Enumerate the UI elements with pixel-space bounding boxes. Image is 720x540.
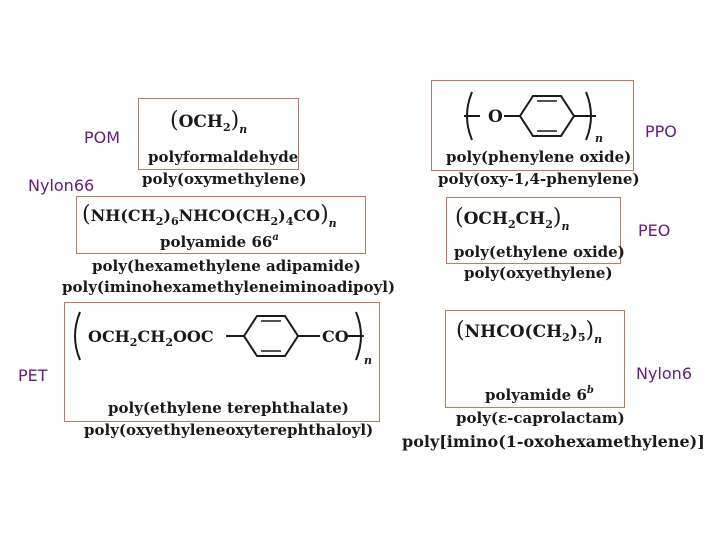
pet-name-2: poly(oxyethyleneoxyterephthaloyl)	[84, 421, 374, 439]
peo-box	[446, 197, 621, 264]
pom-formula: (OCH2)n	[170, 108, 248, 136]
label-ppo: PPO	[645, 122, 677, 141]
ppo-n: n	[595, 132, 603, 145]
ppo-name-2: poly(oxy-1,4-phenylene)	[438, 170, 640, 188]
peo-name-1: poly(ethylene oxide)	[454, 243, 625, 261]
nylon6-box	[445, 310, 625, 408]
pet-box	[64, 302, 380, 422]
pet-sub1: 2	[130, 336, 138, 349]
label-peo: PEO	[638, 221, 671, 240]
label-nylon6: Nylon6	[636, 364, 692, 383]
nylon6-name-1: polyamide 6b	[485, 385, 594, 404]
ppo-structure: O n	[464, 91, 603, 145]
label-nylon66: Nylon66	[28, 176, 95, 195]
nylon66-name-3: poly(iminohexamethyleneiminoadipoyl)	[62, 278, 396, 296]
nylon66-name-1: polyamide 66a	[160, 232, 279, 251]
nylon66-formula: (NH(CH2)6NHCO(CH2)4CO)n	[82, 202, 337, 230]
ppo-name-1: poly(phenylene oxide)	[446, 148, 632, 166]
label-pom: POM	[84, 128, 121, 147]
pom-name-1: polyformaldehyde	[148, 148, 299, 166]
nylon66-name-2: poly(hexamethylene adipamide)	[92, 257, 361, 275]
peo-name-2: poly(oxyethylene)	[464, 264, 613, 282]
ppo-box	[431, 80, 634, 171]
nylon66-box	[76, 196, 366, 254]
pet-n: n	[364, 354, 372, 367]
nylon6-name-3: poly[imino(1-oxohexamethylene)]	[402, 432, 705, 451]
pet-structure: OCH2CH2OOC CO n	[74, 311, 372, 367]
pom-name-2: poly(oxymethylene)	[142, 170, 307, 188]
pom-box	[138, 98, 299, 170]
label-pet: PET	[18, 366, 48, 385]
pet-name-1: poly(ethylene terephthalate)	[108, 399, 349, 417]
nylon6-formula: (NHCO(CH2)5)n	[456, 318, 603, 346]
peo-formula: (OCH2CH2)n	[455, 205, 570, 233]
pet-ooc: OOC	[173, 327, 214, 346]
pet-co: CO	[322, 327, 349, 346]
pet-sub2: 2	[165, 336, 173, 349]
ppo-oxygen: O	[488, 107, 503, 127]
pet-och: OCH	[88, 327, 130, 346]
pet-ch: CH	[137, 327, 165, 346]
svg-text:OCH2CH2OOC: OCH2CH2OOC	[88, 327, 214, 349]
nylon6-name-2: poly(ε-caprolactam)	[456, 409, 625, 427]
